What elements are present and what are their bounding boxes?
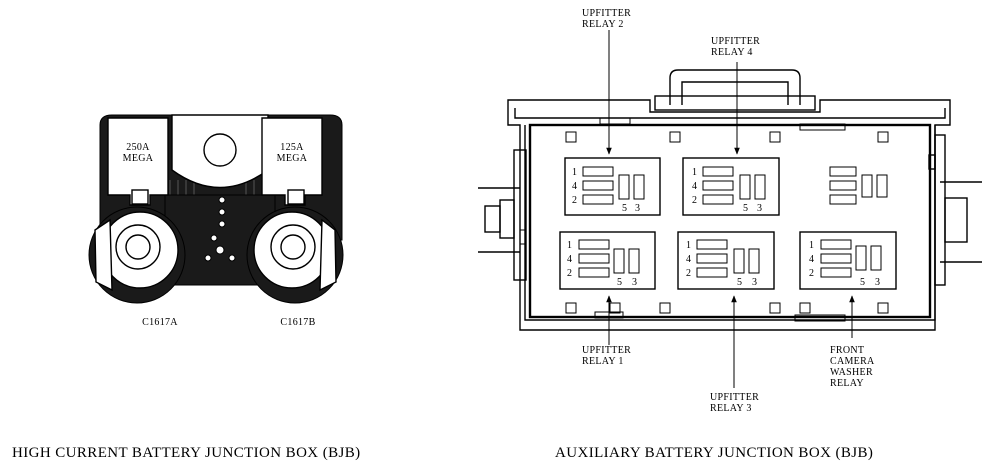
pin-4: 4 [809, 254, 814, 265]
pin-2: 2 [692, 195, 697, 206]
auxiliary-bjb-caption: AUXILIARY BATTERY JUNCTION BOX (BJB) [555, 445, 873, 461]
washer-relay-socket: 1 4 2 5 3 [799, 231, 897, 290]
pin-2: 2 [686, 268, 691, 279]
pin-5: 5 [860, 277, 865, 288]
relay-1-label-line1: UPFITTER [582, 345, 631, 356]
relay-4-label-line1: UPFITTER [711, 36, 760, 47]
fuse-a-rating: 250A [126, 142, 150, 153]
pin-5: 5 [622, 203, 627, 214]
relay-2-label-line2: RELAY 2 [582, 19, 624, 30]
relay-4-socket: 1 4 2 5 3 [682, 157, 780, 216]
pin-5: 5 [737, 277, 742, 288]
pin-4: 4 [692, 181, 697, 192]
pin-3: 3 [632, 277, 637, 288]
relay-1-socket: 1 4 2 5 3 [559, 231, 656, 290]
relay-3-label-line2: RELAY 3 [710, 403, 752, 414]
pin-1: 1 [572, 167, 577, 178]
washer-label-line4: RELAY [830, 378, 864, 389]
relay-3-socket: 1 4 2 5 3 [677, 231, 775, 290]
pin-3: 3 [635, 203, 640, 214]
pin-2: 2 [567, 268, 572, 279]
washer-label-line1: FRONT [830, 345, 864, 356]
washer-label-line3: WASHER [830, 367, 873, 378]
connector-a-label: C1617A [142, 317, 178, 328]
pin-1: 1 [809, 240, 814, 251]
pin-1: 1 [686, 240, 691, 251]
pin-5: 5 [617, 277, 622, 288]
pin-3: 3 [757, 203, 762, 214]
connector-a-shape [88, 206, 186, 304]
connector-b-label: C1617B [280, 317, 315, 328]
high-current-bjb: 250A MEGA 125A MEGA C1617A C1617B [88, 114, 344, 328]
pin-3: 3 [752, 277, 757, 288]
pin-4: 4 [572, 181, 577, 192]
fuse-a-type: MEGA [123, 153, 154, 164]
high-current-bjb-caption: HIGH CURRENT BATTERY JUNCTION BOX (BJB) [12, 445, 361, 461]
fuse-b-type: MEGA [277, 153, 308, 164]
spare-relay-socket [829, 166, 888, 205]
relay-3-label-line1: UPFITTER [710, 392, 759, 403]
pin-4: 4 [567, 254, 572, 265]
pin-4: 4 [686, 254, 691, 265]
pin-2: 2 [572, 195, 577, 206]
relay-4-label-line2: RELAY 4 [711, 47, 753, 58]
relay-2-socket: 1 4 2 5 3 [564, 157, 661, 216]
washer-label-line2: CAMERA [830, 356, 875, 367]
pin-3: 3 [875, 277, 880, 288]
pin-1: 1 [692, 167, 697, 178]
auxiliary-bjb: 1 4 2 5 3 1 4 2 5 3 [478, 8, 982, 414]
relay-2-label-line1: UPFITTER [582, 8, 631, 19]
pin-2: 2 [809, 268, 814, 279]
fuse-b-rating: 125A [280, 142, 304, 153]
pin-1: 1 [567, 240, 572, 251]
pin-5: 5 [743, 203, 748, 214]
connector-b-shape [246, 206, 344, 304]
relay-1-label-line2: RELAY 1 [582, 356, 624, 367]
